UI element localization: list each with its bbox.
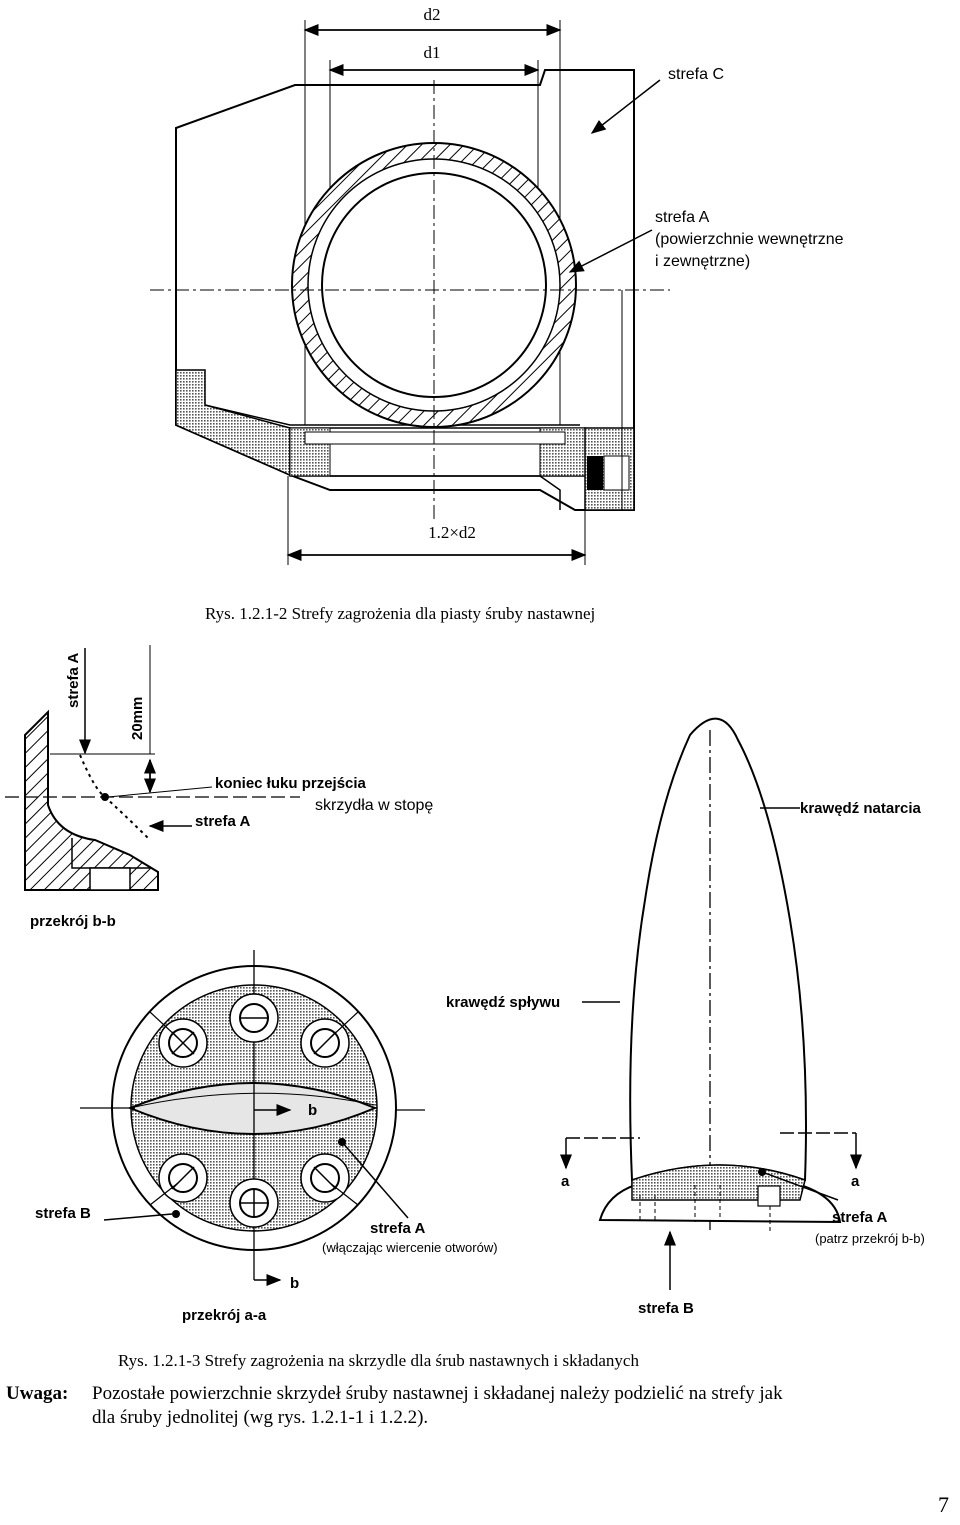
blade-outline [629, 717, 807, 1181]
note-label: Uwaga: [6, 1383, 69, 1404]
hub-left-shaded-zone [175, 369, 291, 477]
strefa-c-label: strefa C [668, 66, 724, 83]
blade-profile: a a krawędź natarcia krawędź spływu stre… [446, 717, 925, 1317]
bolt-hole [229, 993, 279, 1043]
bolt-hole [158, 1018, 208, 1068]
strefa-b-left-label: strefa B [35, 1205, 91, 1222]
20mm-label: 20mm [129, 697, 146, 740]
section-b-top-label: b [308, 1102, 317, 1119]
koniec-luku-label: koniec łuku przejścia [215, 775, 367, 792]
section-b-bottom-label: b [290, 1275, 299, 1292]
strefa-a-blade-label: strefa A [832, 1209, 887, 1226]
blade-figure: strefa A 20mm koniec łuku przejścia skrz… [5, 645, 925, 1370]
przekroj-aa-label: przekrój a-a [182, 1307, 267, 1324]
strefa-a-section-label: strefa A [195, 813, 250, 830]
strefa-b-bottom-label: strefa B [638, 1300, 694, 1317]
note-block: Uwaga: Pozostałe powierzchnie skrzydeł śr… [6, 1382, 956, 1430]
figure1-caption: Rys. 1.2.1-2 Strefy zagrożenia dla piast… [205, 604, 595, 623]
strefa-a-label: strefa A [655, 209, 710, 226]
section-aa: b b [35, 950, 498, 1324]
bolt-hole [229, 1178, 279, 1228]
bolt-hole [300, 1153, 350, 1203]
svg-text:(powierzchnie wewnętrzne: (powierzchnie wewnętrzne [655, 231, 844, 248]
section-a-right-label: a [851, 1173, 860, 1190]
wlaczajac-label: (włączając wiercenie otworów) [322, 1240, 498, 1255]
bolt-hole [300, 1018, 350, 1068]
przekroj-bb-label: przekrój b-b [30, 913, 116, 930]
svg-text:i zewnętrzne): i zewnętrzne) [655, 253, 750, 270]
krawedz-natarcia-label: krawędź natarcia [800, 800, 922, 817]
patrz-przekroj-label: (patrz przekrój b-b) [815, 1231, 925, 1246]
strefa-c-arrow [590, 79, 661, 134]
svg-text:skrzydła w stopę: skrzydła w stopę [315, 797, 433, 814]
strefa-a-arrow [568, 229, 653, 273]
d2-label: d2 [424, 5, 441, 24]
strefa-a-vertical-label: strefa A [65, 653, 82, 708]
strefa-a-hub-label: strefa A [370, 1220, 425, 1237]
figure2-caption: Rys. 1.2.1-3 Strefy zagrożenia na skrzyd… [118, 1351, 639, 1370]
d1-label: d1 [424, 43, 441, 62]
12d2-label: 1.2×d2 [428, 523, 476, 542]
section-a-left-label: a [561, 1173, 570, 1190]
hub-figure: d2 d1 1.2×d2 strefa C strefa [150, 5, 844, 623]
section-bb: strefa A 20mm koniec łuku przejścia skrz… [5, 645, 433, 930]
note-line1: Pozostałe powierzchnie skrzydeł śruby na… [92, 1383, 783, 1404]
page-number: 7 [938, 1492, 949, 1517]
hub-dark-insert [587, 456, 603, 490]
bolt-hole [158, 1153, 208, 1203]
krawedz-splywu-label: krawędź spływu [446, 994, 560, 1011]
note-line2: dla śruby jednolitej (wg rys. 1.2.1-1 i … [92, 1407, 429, 1428]
